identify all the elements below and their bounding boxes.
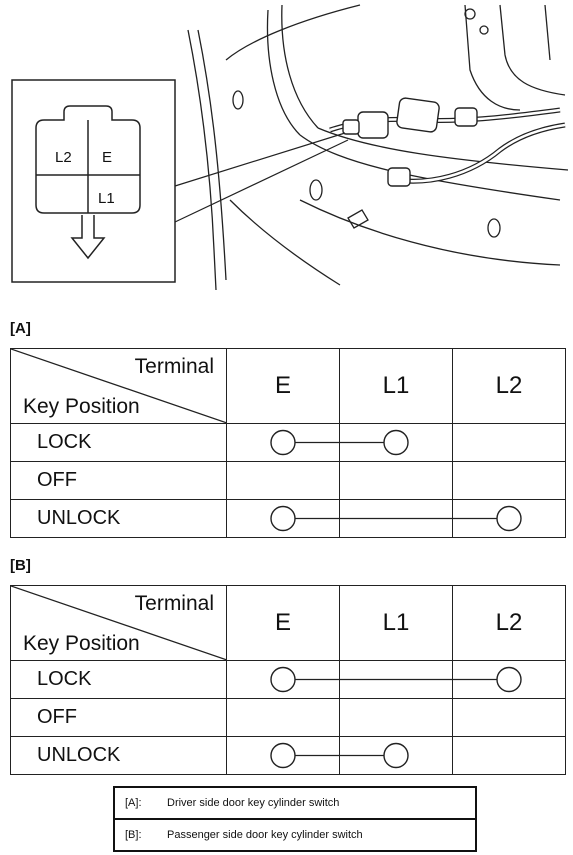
row-label-unlock: UNLOCK [10, 499, 227, 538]
callout-leader [174, 132, 349, 223]
table-b-label: [B] [10, 557, 31, 574]
cell [339, 499, 453, 538]
cell [452, 461, 566, 500]
cell [339, 423, 453, 462]
header-diagonal [11, 586, 226, 660]
header-terminal: Terminal [134, 592, 214, 615]
legend-row-a: [A]: Driver side door key cylinder switc… [115, 788, 475, 818]
header-corner-cell: Terminal Key Position [10, 585, 227, 661]
cell [226, 461, 340, 500]
cell [226, 499, 340, 538]
cell [226, 736, 340, 775]
cell [226, 660, 340, 699]
wiring-harness [329, 97, 566, 187]
legend-row-b: [B]: Passenger side door key cylinder sw… [115, 818, 475, 850]
connector-inset-frame [11, 79, 176, 283]
row-label-off: OFF [10, 461, 227, 500]
legend-text: Passenger side door key cylinder switch [167, 829, 363, 841]
cell [452, 736, 566, 775]
cell [339, 736, 453, 775]
header-diagonal [11, 349, 226, 423]
cell [339, 698, 453, 737]
cell [452, 423, 566, 462]
continuity-table-b: Terminal Key Position E L1 L2 LOCK OFF U… [10, 585, 566, 775]
cell [339, 660, 453, 699]
row-label-lock: LOCK [10, 660, 227, 699]
row-label-off: OFF [10, 698, 227, 737]
pin-label-e: E [102, 149, 112, 166]
continuity-table-a: Terminal Key Position E L1 L2 LOCK OFF U… [10, 348, 566, 538]
legend-tag: [B]: [125, 829, 142, 841]
terminal-l1-header: L1 [339, 348, 453, 424]
row-label-lock: LOCK [10, 423, 227, 462]
cell [452, 698, 566, 737]
terminal-l1-header: L1 [339, 585, 453, 661]
cell [339, 461, 453, 500]
terminal-l2-header: L2 [452, 585, 566, 661]
cell [452, 499, 566, 538]
door-wiring-illustration: L2 E L1 [11, 4, 569, 291]
terminal-e-header: E [226, 348, 340, 424]
row-label-unlock: UNLOCK [10, 736, 227, 775]
header-key-position: Key Position [23, 395, 140, 418]
terminal-l2-header: L2 [452, 348, 566, 424]
header-terminal: Terminal [134, 355, 214, 378]
door-panel-drawing [187, 4, 569, 291]
legend-tag: [A]: [125, 797, 142, 809]
cell [226, 423, 340, 462]
cell [226, 698, 340, 737]
pin-label-l1: L1 [98, 190, 115, 207]
cell [452, 660, 566, 699]
header-corner-cell: Terminal Key Position [10, 348, 227, 424]
header-key-position: Key Position [23, 632, 140, 655]
connector-face-icon [35, 105, 141, 260]
legend-text: Driver side door key cylinder switch [167, 797, 340, 809]
terminal-e-header: E [226, 585, 340, 661]
legend-box: [A]: Driver side door key cylinder switc… [113, 786, 477, 852]
pin-label-l2: L2 [55, 149, 72, 166]
table-a-label: [A] [10, 320, 31, 337]
